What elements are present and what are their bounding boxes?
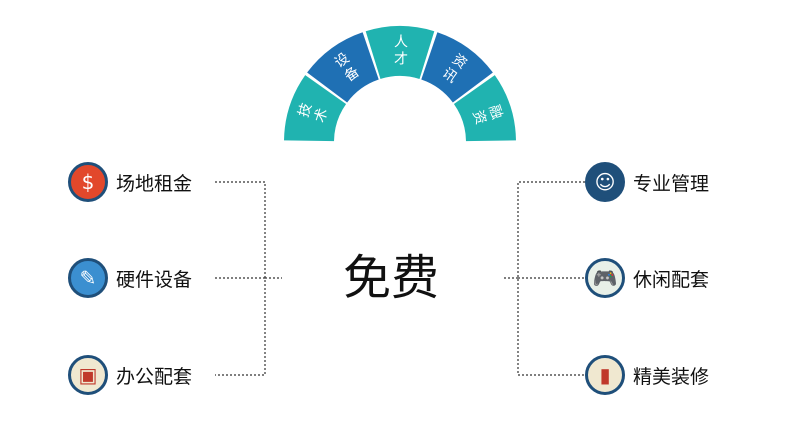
manager-icon: ☺ [585,162,625,202]
coin-icon: $ [68,162,108,202]
feature-label: 办公配套 [116,365,193,388]
right-connector [502,181,585,376]
feature-item: ✎ 硬件设备 [68,258,192,298]
feature-label: 精美装修 [633,365,710,388]
connector-lines [215,181,585,376]
left-connector [215,181,282,376]
arc-segment [284,75,347,142]
feature-item: ▮ 精美装修 [585,355,709,395]
paint-roller-icon: ▮ [585,355,625,395]
briefcase-icon: ▣ [68,355,108,395]
pencil-icon: ✎ [68,258,108,298]
feature-label: 场地租金 [116,172,193,195]
feature-item: ☺ 专业管理 [585,162,709,202]
arc-segment [421,32,493,103]
feature-label: 硬件设备 [116,268,193,291]
feature-item: $ 场地租金 [68,162,192,202]
arc-segment [453,75,516,142]
feature-item: 🎮 休闲配套 [585,258,709,298]
arc-chart: 技术设备人才资讯融资 [284,26,516,142]
feature-label: 专业管理 [633,172,710,195]
arc-segment [307,32,379,103]
feature-item: ▣ 办公配套 [68,355,192,395]
gamepad-icon: 🎮 [585,258,625,298]
arc-segment-label: 人才 [392,34,408,68]
center-title: 免费 [343,250,440,306]
feature-label: 休闲配套 [633,268,710,291]
arc-segment [365,26,435,79]
